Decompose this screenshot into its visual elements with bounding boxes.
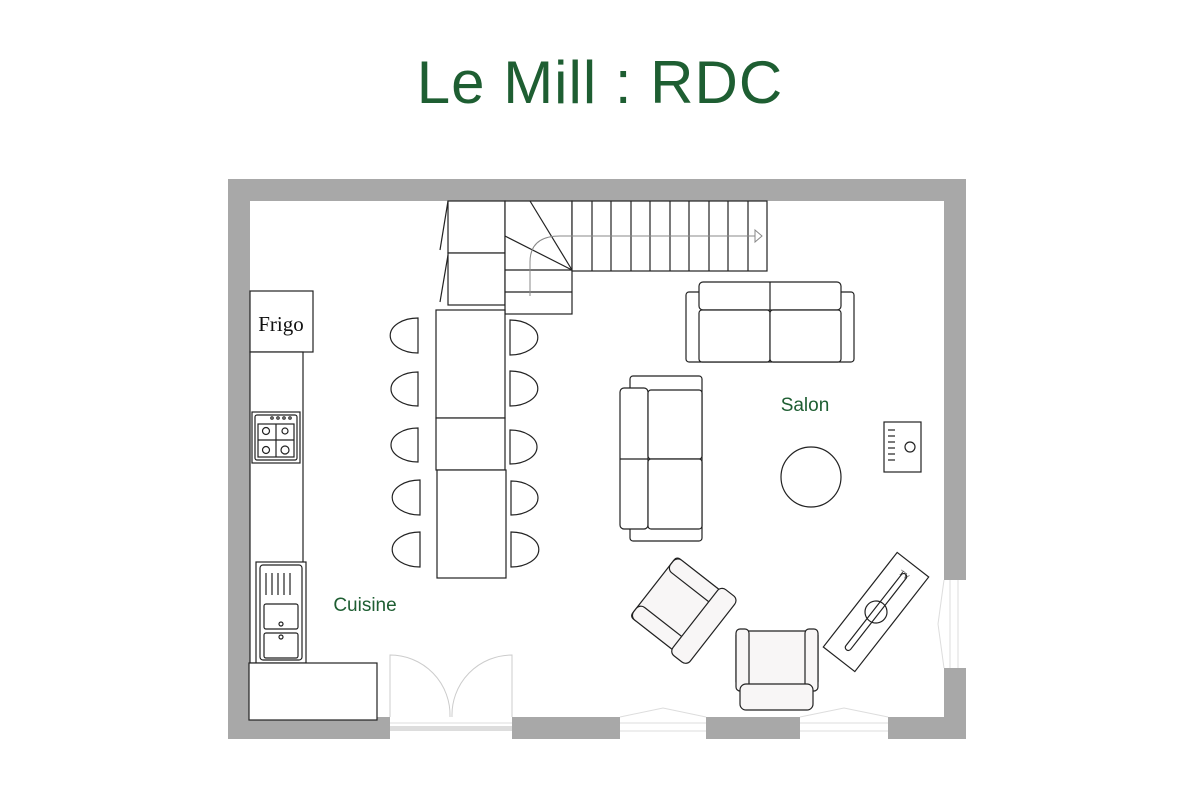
stove-heater-icon: [883, 421, 922, 473]
stove-icon: [251, 411, 301, 464]
staircase: [439, 200, 768, 315]
fridge: Frigo: [249, 290, 314, 353]
sofa-left: [619, 375, 703, 542]
chair: [391, 531, 421, 568]
fridge-label: Frigo: [258, 312, 304, 336]
chair: [509, 319, 539, 356]
chair: [390, 427, 419, 463]
chair: [391, 479, 421, 516]
chair: [509, 370, 539, 407]
room-label-living: Salon: [781, 395, 830, 416]
chair: [510, 480, 539, 516]
plan-title: Le Mill : RDC: [416, 49, 784, 116]
arrow-icon: [754, 228, 763, 244]
sofa-top: [685, 281, 855, 363]
tv-stand: TV: [822, 551, 930, 673]
coffee-table: [780, 446, 842, 508]
armchair: [735, 628, 819, 711]
chairs: [389, 317, 540, 568]
window-right: [937, 579, 966, 669]
chair: [390, 371, 419, 407]
counter-end: [248, 662, 378, 721]
armchair-angled: [631, 557, 737, 664]
room-label-kitchen: Cuisine: [333, 595, 396, 616]
door-opening: [389, 654, 513, 739]
dining-table: [435, 309, 507, 579]
sink-icon: [255, 561, 307, 664]
chair: [509, 429, 538, 465]
window-bottom-1: [619, 707, 707, 739]
window-bottom-2: [799, 707, 889, 739]
chair: [510, 531, 540, 568]
chair: [389, 317, 419, 354]
